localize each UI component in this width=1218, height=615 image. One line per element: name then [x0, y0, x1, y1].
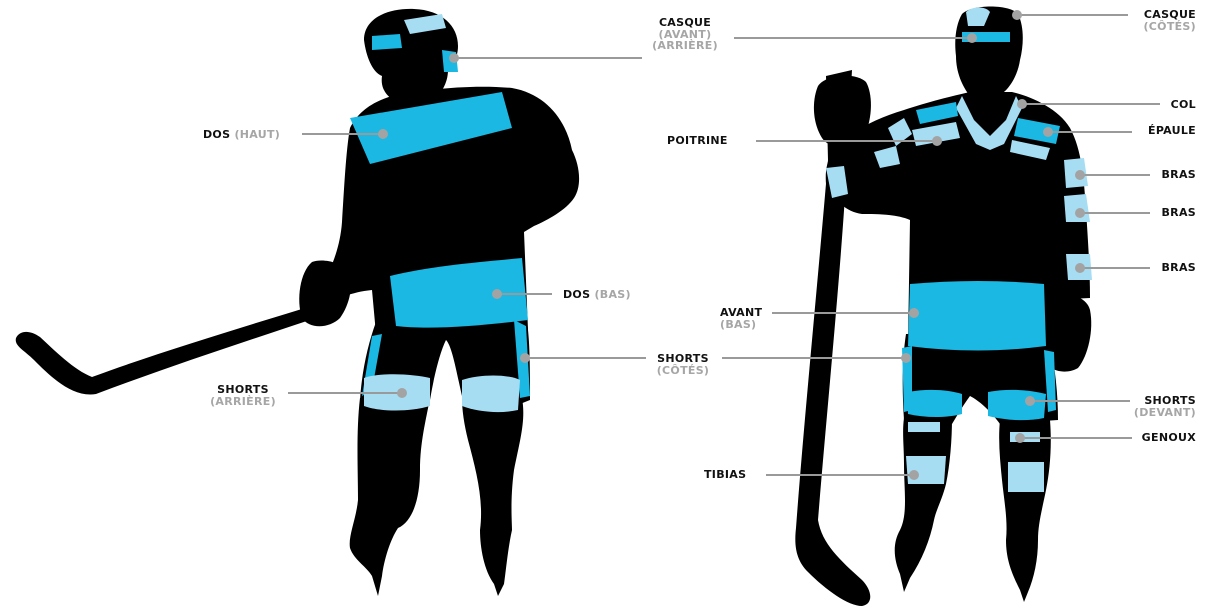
label-bras-1: BRAS — [1162, 169, 1197, 181]
label-epaule-text: ÉPAULE — [1148, 124, 1196, 137]
dot-shorts-devant — [1025, 396, 1035, 406]
label-casque-front-main: CASQUE — [640, 17, 730, 29]
label-bras-3-text: BRAS — [1162, 261, 1197, 274]
front-lower-panel — [908, 281, 1046, 351]
front-knee-left — [908, 422, 940, 432]
dot-shorts-arriere — [397, 388, 407, 398]
back-leg-left — [350, 398, 430, 596]
dot-casque-right — [1012, 10, 1022, 20]
label-bras-2-text: BRAS — [1162, 206, 1197, 219]
label-bras-2: BRAS — [1162, 207, 1197, 219]
label-shorts-cotes: SHORTS (CÔTÉS) — [648, 353, 718, 376]
label-shorts-arriere: SHORTS (ARRIÈRE) — [196, 384, 290, 407]
label-bras-1-text: BRAS — [1162, 168, 1197, 181]
dot-tibias — [909, 470, 919, 480]
dot-casque-back — [449, 53, 459, 63]
front-shin-right — [1008, 462, 1044, 492]
dot-avant — [909, 308, 919, 318]
dot-bras-3 — [1075, 263, 1085, 273]
label-avant: AVANT (BAS) — [720, 307, 762, 330]
front-shorts-front-right — [988, 390, 1046, 420]
label-dos-bas-sub: (BAS) — [594, 288, 630, 301]
label-casque-right: CASQUE (CÔTÉS) — [1143, 9, 1196, 32]
front-shin-left — [906, 456, 946, 484]
label-avant-sub: (BAS) — [720, 319, 762, 331]
label-shorts-arriere-main: SHORTS — [196, 384, 290, 396]
label-tibias: TIBIAS — [704, 469, 746, 481]
label-tibias-text: TIBIAS — [704, 468, 746, 481]
dot-casque-front — [967, 33, 977, 43]
dot-genoux — [1015, 433, 1025, 443]
front-leg-left — [895, 418, 952, 592]
label-casque-front-sub2: (ARRIÈRE) — [640, 40, 730, 52]
label-shorts-arriere-sub: (ARRIÈRE) — [196, 396, 290, 408]
label-bras-3: BRAS — [1162, 262, 1197, 274]
dot-dos-haut — [378, 129, 388, 139]
label-shorts-devant: SHORTS (DEVANT) — [1134, 395, 1196, 418]
label-poitrine-text: POITRINE — [667, 134, 728, 147]
dot-bras-2 — [1075, 208, 1085, 218]
label-dos-bas-main: DOS — [563, 288, 590, 301]
label-epaule: ÉPAULE — [1148, 125, 1196, 137]
label-casque-right-main: CASQUE — [1143, 9, 1196, 21]
label-dos-haut-main: DOS — [203, 128, 230, 141]
dot-epaule — [1043, 127, 1053, 137]
label-genoux-text: GENOUX — [1142, 431, 1196, 444]
label-casque-front: CASQUE (AVANT) (ARRIÈRE) — [640, 17, 730, 52]
label-avant-main: AVANT — [720, 307, 762, 319]
front-head — [955, 7, 1023, 97]
front-shorts-front-left — [908, 390, 962, 417]
label-casque-right-sub: (CÔTÉS) — [1143, 21, 1196, 33]
dot-dos-bas — [492, 289, 502, 299]
front-arm-right-2 — [1064, 194, 1090, 222]
front-leg-right — [999, 420, 1051, 602]
back-stick — [16, 304, 322, 394]
label-poitrine: POITRINE — [667, 135, 728, 147]
label-dos-haut: DOS (HAUT) — [203, 129, 280, 141]
label-shorts-devant-main: SHORTS — [1134, 395, 1196, 407]
back-player — [16, 9, 579, 596]
dot-col — [1017, 99, 1027, 109]
back-glove — [299, 260, 351, 326]
dot-bras-1 — [1075, 170, 1085, 180]
label-col-text: COL — [1171, 98, 1196, 111]
label-col: COL — [1171, 99, 1196, 111]
back-helmet-band — [372, 34, 402, 50]
dot-shorts-cotes — [520, 353, 530, 363]
label-shorts-cotes-main: SHORTS — [648, 353, 718, 365]
back-shorts-rear-right — [462, 376, 520, 413]
front-player — [795, 7, 1092, 607]
back-leg-right — [462, 398, 523, 596]
label-genoux: GENOUX — [1142, 432, 1196, 444]
label-shorts-devant-sub: (DEVANT) — [1134, 407, 1196, 419]
label-dos-haut-sub: (HAUT) — [234, 128, 280, 141]
label-shorts-cotes-sub: (CÔTÉS) — [648, 365, 718, 377]
dot-poitrine — [932, 136, 942, 146]
label-dos-bas: DOS (BAS) — [563, 289, 631, 301]
dot-shorts-front-side — [901, 353, 911, 363]
